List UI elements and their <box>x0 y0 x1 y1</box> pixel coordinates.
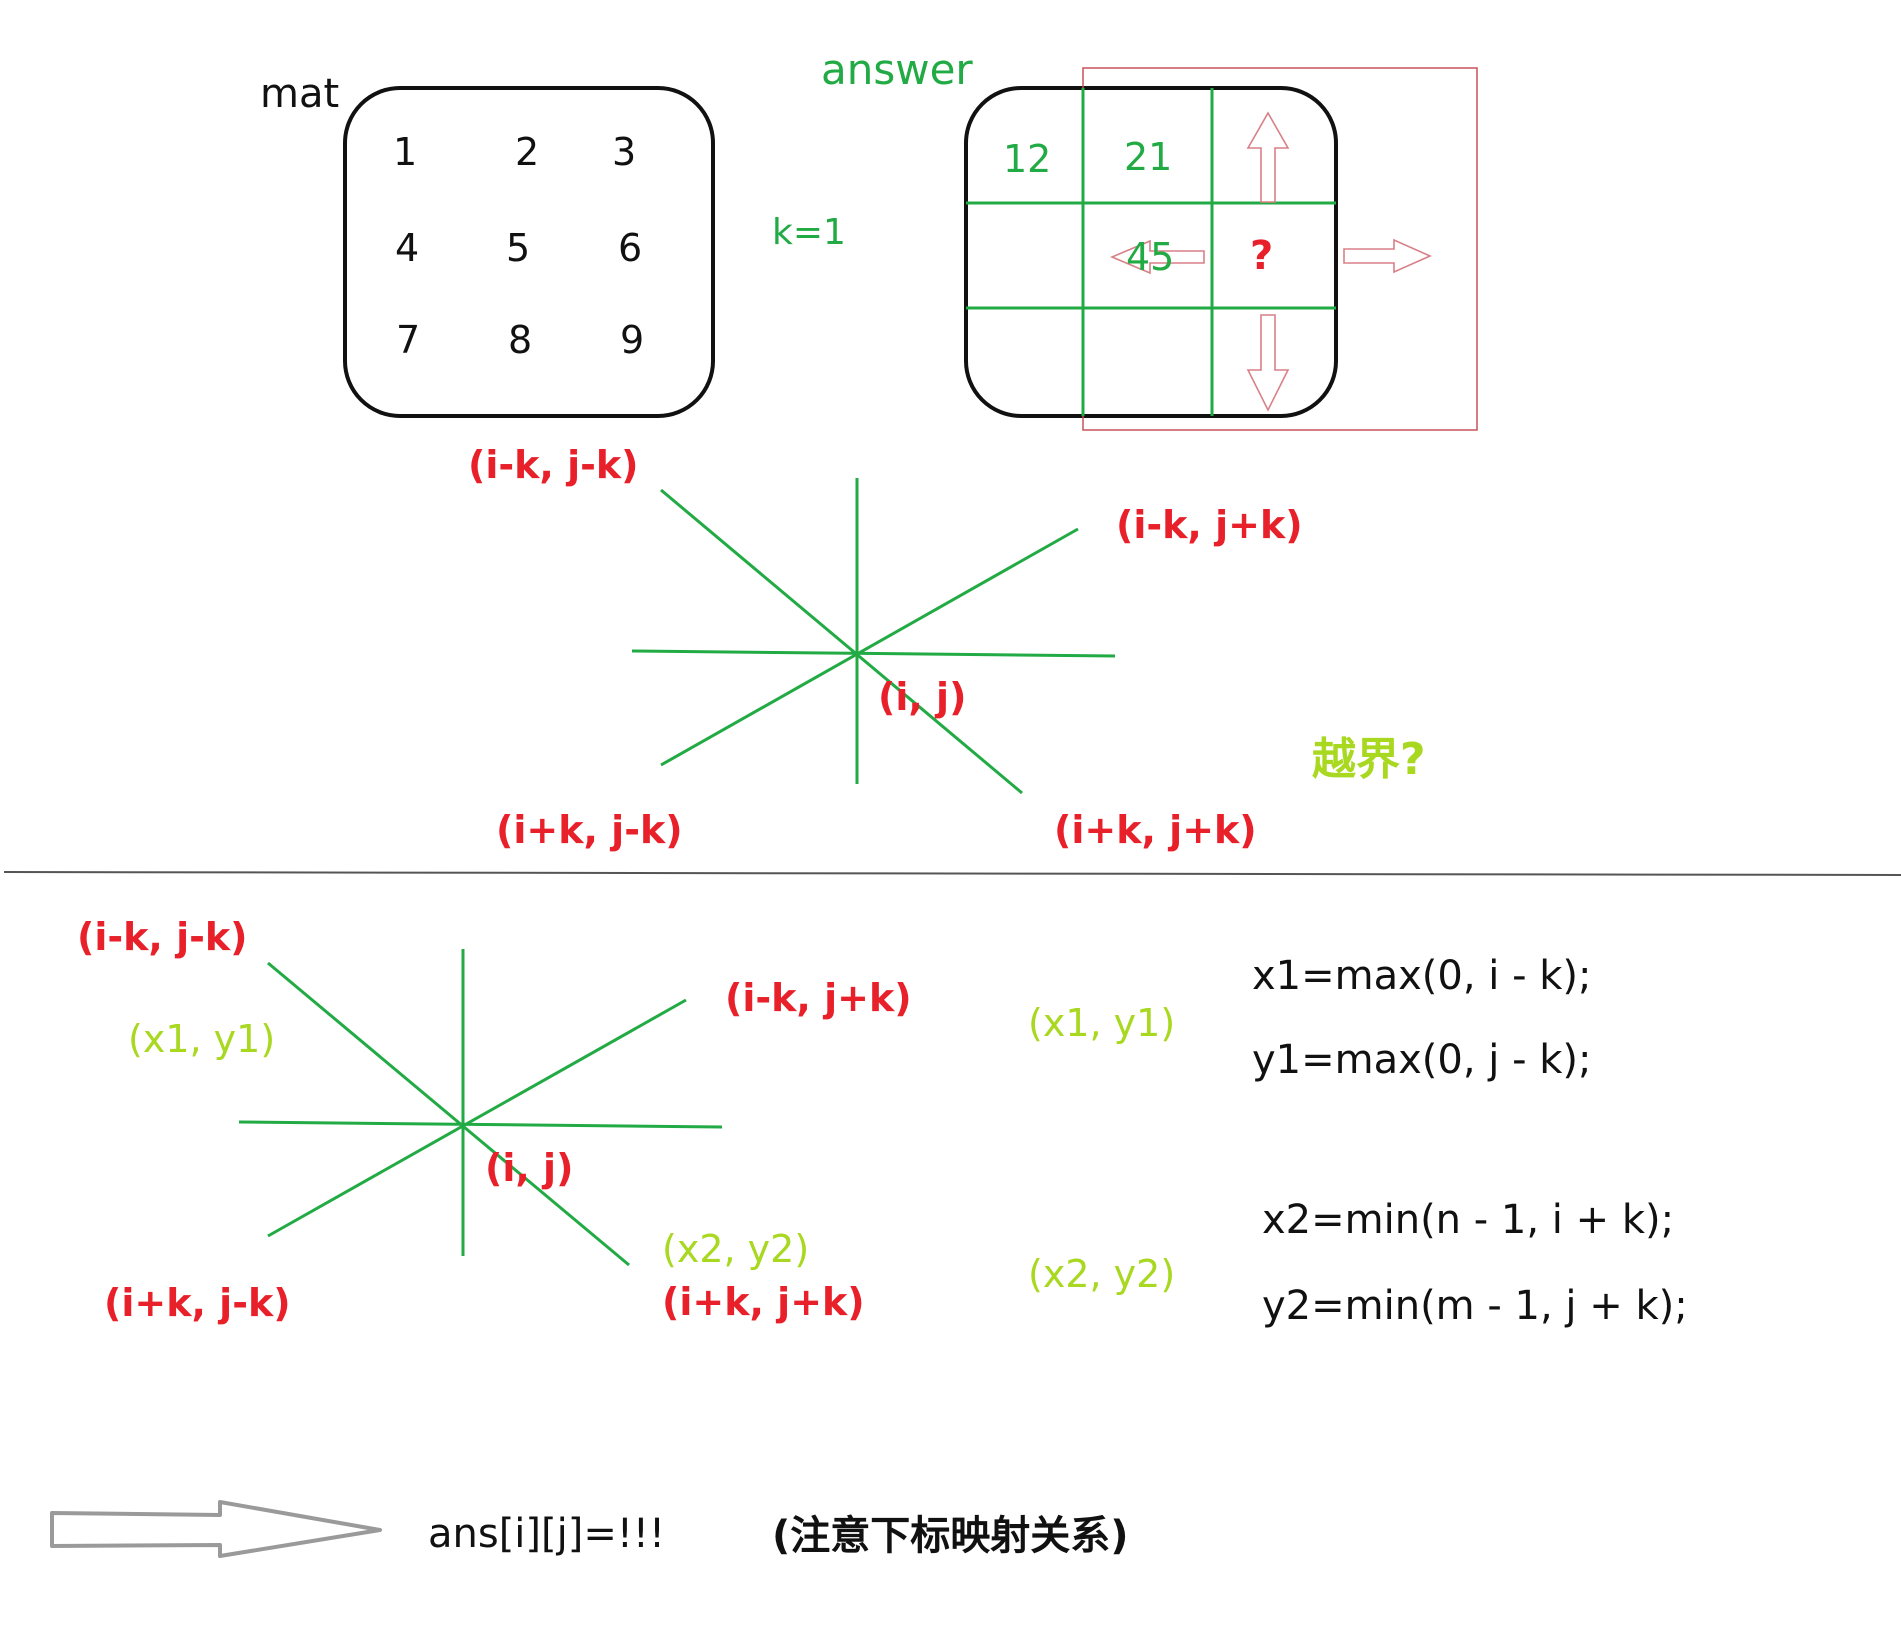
mat-cell: 3 <box>612 130 637 174</box>
out-of-bounds-question: 越界? <box>1312 734 1426 785</box>
answer-cell-unknown: ? <box>1250 233 1274 279</box>
bottom-star-label-bottom-right: (i+k, j+k) <box>662 1280 865 1324</box>
mat-label: mat <box>260 71 340 117</box>
mat-box <box>343 86 715 418</box>
formula-line: x1=max(0, i - k); <box>1252 953 1592 999</box>
answer-box <box>964 86 1338 418</box>
mat-cell: 7 <box>396 318 421 362</box>
mat-cell: 5 <box>506 226 531 270</box>
mat-cell: 6 <box>618 226 643 270</box>
answer-grid <box>966 88 1336 416</box>
top-star-label-top-right: (i-k, j+k) <box>1116 503 1303 547</box>
index-mapping-note: (注意下标映射关系) <box>772 1513 1129 1559</box>
bottom-star-label-bottom-left: (i+k, j-k) <box>104 1281 291 1325</box>
bottom-star-label-center: (i, j) <box>485 1146 574 1190</box>
mat-cell: 4 <box>395 226 420 270</box>
answer-cell: 21 <box>1124 135 1173 179</box>
mat-cell: 8 <box>508 318 533 362</box>
top-star-label-top-left: (i-k, j-k) <box>468 443 639 487</box>
mat-cell: 1 <box>393 130 418 174</box>
top-star-lines <box>631 478 1116 795</box>
bottom-star-label-top-right: (i-k, j+k) <box>725 976 912 1020</box>
section-divider <box>3 871 1901 876</box>
mat-cell: 2 <box>515 130 540 174</box>
answer-label: answer <box>821 45 973 94</box>
bottom-star-alias-x2y2: (x2, y2) <box>662 1227 810 1271</box>
formula-label: (x1, y1) <box>1028 1001 1176 1045</box>
formula-line: x2=min(n - 1, i + k); <box>1262 1197 1675 1243</box>
result-expression: ans[i][j]=!!! <box>428 1511 665 1557</box>
answer-cell: 12 <box>1003 137 1052 181</box>
top-star-label-bottom-right: (i+k, j+k) <box>1054 808 1257 852</box>
arrow-left-icon <box>1109 239 1205 275</box>
k-label: k=1 <box>772 212 846 253</box>
result-arrow-icon <box>50 1500 382 1558</box>
arrow-up-icon <box>1246 111 1290 203</box>
top-star-label-center: (i, j) <box>878 675 967 719</box>
bottom-star-alias-x1y1: (x1, y1) <box>128 1017 276 1061</box>
formula-line: y1=max(0, j - k); <box>1252 1037 1592 1083</box>
formula-line: y2=min(m - 1, j + k); <box>1262 1283 1688 1329</box>
answer-cell: 45 <box>1126 235 1175 279</box>
mat-cell: 9 <box>620 318 645 362</box>
arrow-down-icon <box>1246 314 1290 412</box>
bottom-star-label-top-left: (i-k, j-k) <box>77 915 248 959</box>
bottom-star-lines <box>238 949 723 1267</box>
top-star-label-bottom-left: (i+k, j-k) <box>496 808 683 852</box>
formula-label: (x2, y2) <box>1028 1252 1176 1296</box>
arrow-right-icon <box>1343 238 1432 274</box>
